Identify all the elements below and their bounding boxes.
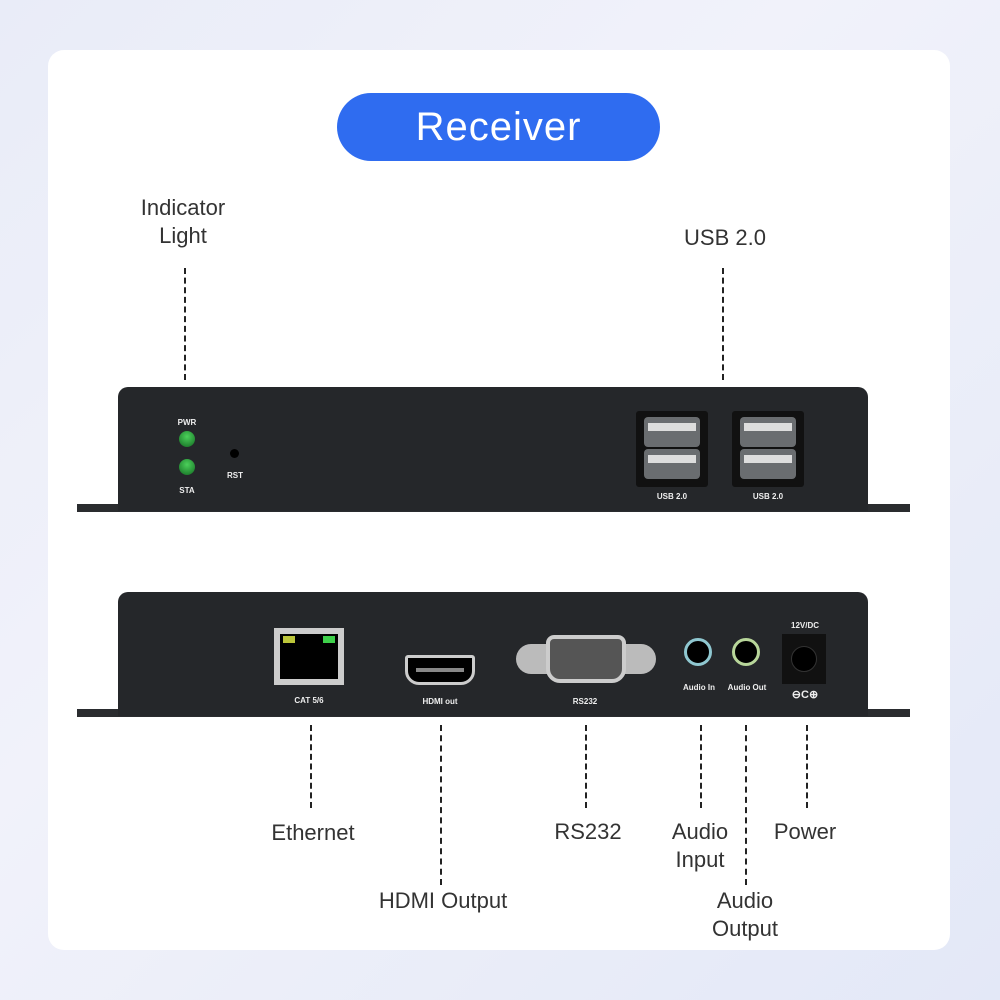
usb-label: USB 2.0 [752,492,784,501]
cat-label: CAT 5/6 [294,696,324,705]
pwr-led-icon [179,431,195,447]
callout-text: Output [711,916,779,941]
title: Receiver [415,104,582,149]
leader-line [440,725,442,885]
rst-label: RST [227,471,243,480]
ethernet-port-icon [274,628,344,685]
audio-out-jack-icon [732,638,760,666]
callout-ethernet: Ethernet [271,820,355,845]
callout-text: Audio [671,819,729,844]
rs232-label: RS232 [572,697,598,706]
leader-line [745,725,747,885]
usb-port-icon [636,411,708,487]
hdmi-port-icon [405,655,475,685]
callout-text: Audio [716,888,774,913]
callout-rs232: RS232 [554,819,622,844]
audio-out-label: Audio Out [727,683,767,692]
leader-line [585,725,587,808]
callout-hdmi: HDMI Output [378,888,508,913]
sta-led-icon [179,459,195,475]
leader-line [806,725,808,808]
callout-usb: USB 2.0 [684,225,766,250]
front-panel: PWR STA RST USB 2.0 USB 2.0 [118,387,868,511]
rear-panel: CAT 5/6 HDMI out RS232 Audio In Audio Ou… [118,592,868,716]
polarity-label: ⊖C⊕ [791,689,819,701]
audio-in-label: Audio In [683,683,715,692]
reset-hole-icon [230,449,239,458]
leader-line [722,268,724,380]
title-pill: Receiver [337,93,660,161]
usb-label: USB 2.0 [656,492,688,501]
usb-port-icon [732,411,804,487]
dc-label: 12V/DC [790,621,820,630]
callout-text: Light [159,223,207,248]
power-jack-icon [782,634,826,684]
pwr-label: PWR [177,418,197,427]
callout-text: Input [675,847,725,872]
callout-power: Power [773,819,837,844]
audio-in-jack-icon [684,638,712,666]
leader-line [700,725,702,808]
leader-line [310,725,312,808]
sta-label: STA [179,486,195,495]
callout-text: Indicator [140,195,226,220]
rs232-port-icon [516,635,656,683]
leader-line [184,268,186,380]
hdmi-label: HDMI out [422,697,458,706]
